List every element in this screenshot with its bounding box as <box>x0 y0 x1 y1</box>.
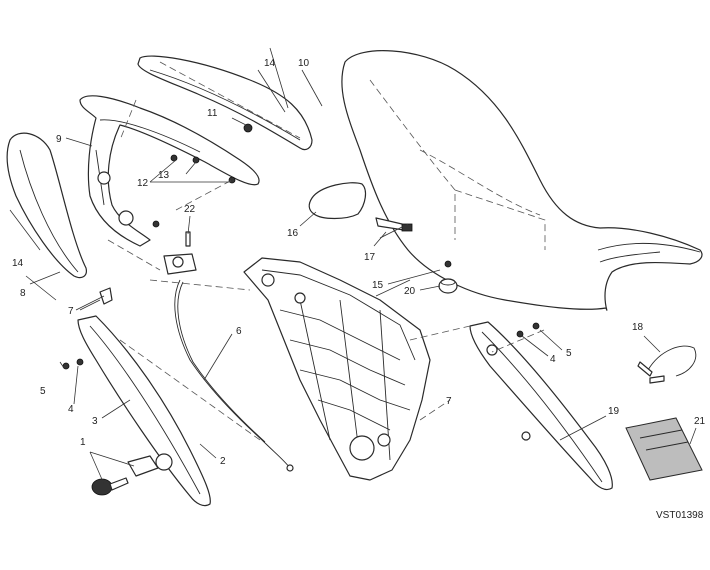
rubber-buffer[interactable] <box>438 278 458 294</box>
callout-labels: 1 2 3 4 4 5 5 6 7 7 8 9 10 11 12 13 14 1… <box>12 58 706 467</box>
callout-13: 13 <box>158 170 170 181</box>
assembly-lines <box>107 99 545 441</box>
callout-5a: 5 <box>40 386 46 397</box>
seat-pad[interactable] <box>308 182 367 220</box>
seat-strap[interactable] <box>375 217 413 232</box>
callout-14b: 14 <box>12 258 24 269</box>
seat[interactable] <box>341 50 703 311</box>
callout-8: 8 <box>20 288 26 299</box>
seat-lock-and-key[interactable] <box>91 453 173 496</box>
callout-12: 12 <box>137 178 149 189</box>
gasket-strips[interactable] <box>9 47 411 301</box>
helmet-cable[interactable] <box>637 345 697 384</box>
callout-10: 10 <box>298 58 310 69</box>
release-cable[interactable] <box>174 279 294 472</box>
callout-7b: 7 <box>446 396 452 407</box>
right-side-cover[interactable] <box>469 321 613 491</box>
callout-1: 1 <box>80 437 86 448</box>
callout-11: 11 <box>207 108 218 119</box>
callout-21: 21 <box>694 416 706 427</box>
callout-16: 16 <box>287 228 299 239</box>
callout-15: 15 <box>372 280 384 291</box>
callout-22: 22 <box>184 204 196 215</box>
callout-19: 19 <box>608 406 620 417</box>
callout-4a: 4 <box>68 404 74 415</box>
callout-2: 2 <box>220 456 226 467</box>
callout-9: 9 <box>56 134 62 145</box>
rear-grab-frame[interactable] <box>79 95 260 247</box>
left-lower-cover[interactable] <box>77 315 211 507</box>
callout-14a: 14 <box>264 58 276 69</box>
tail-top-cover[interactable] <box>137 55 313 151</box>
callout-20: 20 <box>404 286 416 297</box>
callout-17: 17 <box>364 252 376 263</box>
callout-4b: 4 <box>550 354 556 365</box>
callout-7a: 7 <box>68 306 74 317</box>
fasteners <box>62 123 540 370</box>
tool-plate[interactable] <box>625 417 703 481</box>
callout-5b: 5 <box>566 348 572 359</box>
callout-18: 18 <box>632 322 644 333</box>
leader-lines <box>29 69 697 485</box>
callout-3: 3 <box>92 416 98 427</box>
left-side-panel[interactable] <box>6 132 87 279</box>
callout-6: 6 <box>236 326 242 337</box>
lever-bracket[interactable] <box>163 231 197 275</box>
drawing-code: VST01398 <box>656 510 704 521</box>
rear-subframe[interactable] <box>243 257 431 481</box>
